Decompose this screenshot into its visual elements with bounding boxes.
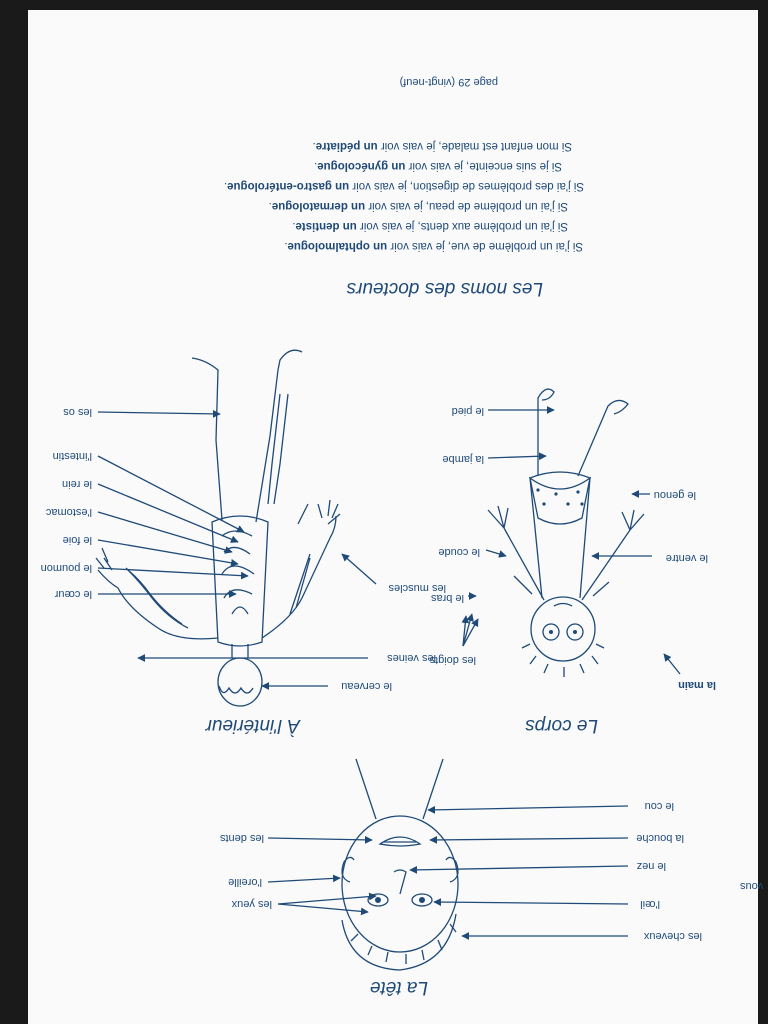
- doctor-name: un dentiste: [295, 220, 357, 232]
- label-os: les os: [63, 406, 92, 418]
- label-bouche: la bouche: [636, 832, 684, 844]
- book-page: [28, 10, 758, 1024]
- title-head: La tête: [369, 977, 428, 998]
- label-doigts: les doigts: [429, 654, 476, 666]
- doctor-sentence: Si j'ai des problèmes de digestion, je v…: [223, 180, 584, 192]
- anatomy-illustration: [95, 349, 341, 707]
- label-genou: le genou: [653, 489, 696, 501]
- label-jambe: la jambe: [442, 453, 484, 465]
- label-estomac: l'estomac: [45, 506, 92, 518]
- body-illustration: [487, 388, 645, 677]
- title-inside: À l'intérieur: [205, 715, 300, 736]
- doctor-sentence: Si j'ai un problème de vue, je vais voir…: [284, 240, 583, 252]
- doctor-sentence: Si j'ai un problème de peau, je vais voi…: [268, 200, 568, 212]
- label-intestin: l'intestin: [52, 450, 92, 462]
- label-coeur: le cœur: [54, 588, 92, 600]
- label-cheveux: les cheveux: [643, 930, 702, 942]
- doctor-name: un dermatologue: [271, 200, 366, 212]
- doctor-name: un gynécologue: [317, 160, 406, 172]
- label-poumon: le poumon: [40, 562, 92, 574]
- label-oreille: l'oreille: [228, 876, 262, 888]
- label-ventre: le ventre: [665, 552, 708, 564]
- label-cerveau: le cerveau: [341, 680, 392, 692]
- label-rein: le rein: [62, 478, 92, 490]
- head-arrows: [267, 805, 629, 940]
- label-cou: le cou: [644, 800, 674, 812]
- head-illustration: [341, 758, 459, 971]
- label-coude: le coude: [438, 546, 480, 558]
- title-doctors: Les noms des docteurs: [346, 278, 543, 299]
- doctor-sentence: Si j'ai un problème aux dents, je vais v…: [292, 220, 568, 232]
- anatomy-arrows: [97, 409, 377, 690]
- doctor-sentence: Si je suis enceinte, je vais voir un gyn…: [314, 160, 562, 172]
- doctor-name: un pédiatre: [315, 140, 378, 152]
- label-muscles: les muscles: [388, 582, 446, 594]
- label-dents: les dents: [219, 832, 264, 844]
- doctor-name: un ophtalmologue: [287, 240, 388, 252]
- label-veines: les veines: [387, 652, 436, 664]
- doctor-name: un gastro-entérologue: [227, 180, 350, 192]
- label-oeil: l'œil: [640, 898, 660, 910]
- page-number: page 29 (vingt-neuf): [399, 76, 498, 88]
- title-body: Le corps: [525, 715, 598, 736]
- doctor-sentence: Si mon enfant est malade, je vais voir u…: [312, 140, 572, 152]
- label-pied: le pied: [451, 405, 484, 417]
- label-foie: le foie: [62, 534, 92, 546]
- label-nez: le nez: [636, 860, 666, 872]
- label-yeux: les yeux: [231, 898, 272, 910]
- label-main: la main: [678, 679, 716, 691]
- body-arrows: [461, 406, 681, 675]
